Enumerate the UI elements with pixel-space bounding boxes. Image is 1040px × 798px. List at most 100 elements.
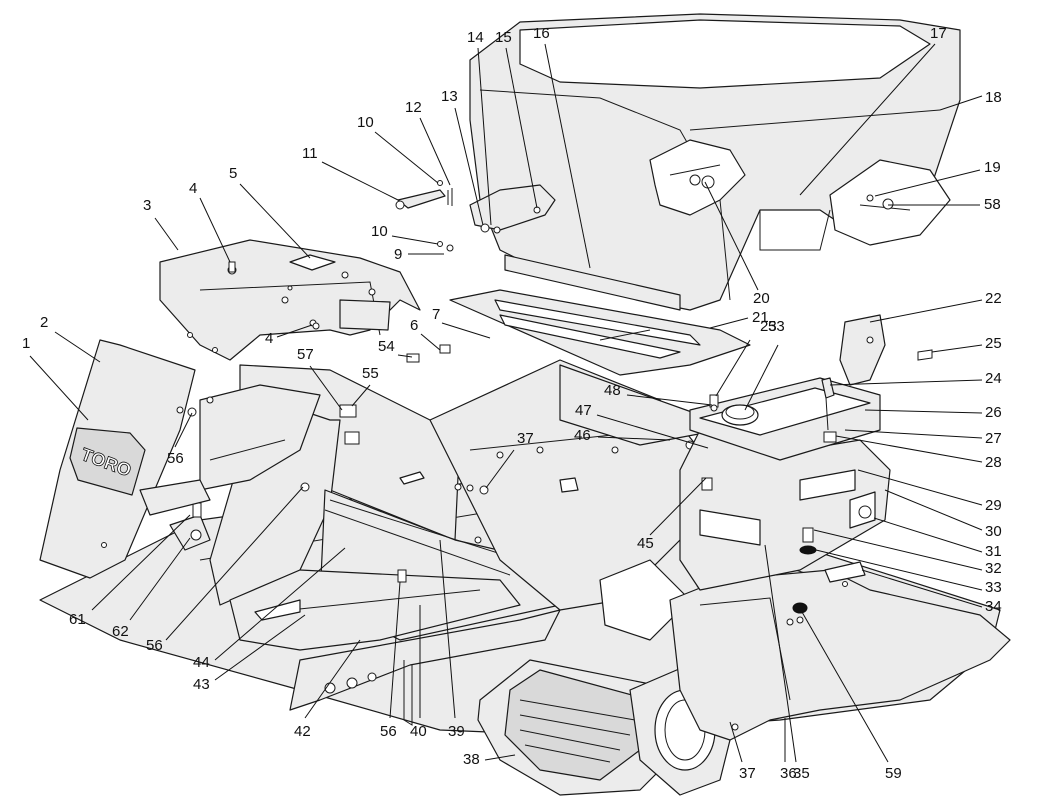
callout-c4a: 4 <box>189 180 231 263</box>
callout-c54: 54 <box>378 338 413 358</box>
callout-number: 26 <box>985 404 1002 421</box>
callout-c19: 19 <box>874 159 1001 197</box>
leader-line <box>484 754 516 761</box>
leader-line <box>799 43 936 196</box>
callout-number: 47 <box>575 402 592 419</box>
callout-c30: 30 <box>884 489 1002 540</box>
leader-line <box>214 614 306 681</box>
callout-c37a: 37 <box>485 430 534 489</box>
callout-number: 59 <box>885 765 902 782</box>
callout-c4b: 4 <box>265 324 313 347</box>
callout-number: 3 <box>143 197 151 214</box>
callout-c18: 18 <box>939 89 1002 111</box>
callout-c26: 26 <box>864 404 1002 421</box>
callout-number: 19 <box>984 159 1001 176</box>
callout-c45: 45 <box>637 477 707 552</box>
leader-line <box>397 354 413 358</box>
callout-number: 34 <box>985 598 1002 615</box>
callout-c38: 38 <box>463 751 516 768</box>
callout-c28: 28 <box>835 435 1002 471</box>
callout-number: 23 <box>760 318 777 335</box>
callout-number: 12 <box>405 99 422 116</box>
callout-number: 54 <box>378 338 395 355</box>
callout-number: 36 <box>780 765 797 782</box>
callout-c46: 46 <box>574 427 671 444</box>
leader-line <box>239 183 311 259</box>
callout-number: 18 <box>985 89 1002 106</box>
callout-c57: 57 <box>297 346 343 411</box>
leader-line <box>304 639 361 719</box>
callout-c13: 13 <box>441 88 484 226</box>
callout-number: 16 <box>533 25 550 42</box>
callout-number: 61 <box>69 611 86 628</box>
leader-line <box>321 161 399 201</box>
leader-line <box>861 569 983 608</box>
callout-number: 56 <box>167 450 184 467</box>
callout-c9: 9 <box>394 246 444 263</box>
leader-line <box>715 339 751 397</box>
logo-plate <box>69 427 146 496</box>
callout-number: 15 <box>495 29 512 46</box>
callout-number: 40 <box>410 723 427 740</box>
seat-cushion-top <box>519 19 931 89</box>
front-foot-plate <box>289 609 561 711</box>
fuel-gauge <box>821 377 835 399</box>
leader-line <box>309 365 343 411</box>
callout-c44: 44 <box>193 547 346 671</box>
callout-number: 17 <box>930 25 947 42</box>
callout-c37b: 37 <box>729 721 756 782</box>
leader-line <box>91 514 191 611</box>
callout-c35: 35 <box>764 544 810 782</box>
callout-number: 20 <box>753 290 770 307</box>
leader-line <box>704 181 759 291</box>
callout-number: 10 <box>357 114 374 131</box>
leader-line <box>154 217 179 251</box>
callout-number: 45 <box>637 535 654 552</box>
callout-c23: 23 <box>715 318 777 397</box>
callout-c33: 33 <box>815 549 1002 596</box>
leader-line <box>276 324 313 338</box>
callout-number: 6 <box>410 317 418 334</box>
callout-number: 5 <box>229 165 237 182</box>
callout-number: 56 <box>380 723 397 740</box>
callout-number: 21 <box>752 309 769 326</box>
callout-c56a: 56 <box>167 412 193 467</box>
callout-number: 2 <box>40 314 48 331</box>
leader-line <box>165 486 304 641</box>
rear-body <box>669 569 1011 741</box>
callout-number: 39 <box>448 723 465 740</box>
callout-number: 55 <box>362 365 379 382</box>
leader-line <box>420 333 441 351</box>
seat-adjust-bracket <box>469 184 556 231</box>
leader-line <box>815 549 983 591</box>
callout-number: 4 <box>265 330 273 347</box>
leader-line <box>835 435 983 463</box>
leader-line <box>374 131 439 184</box>
callout-c48: 48 <box>604 382 713 406</box>
leader-line <box>931 344 983 353</box>
callout-c17: 17 <box>799 25 947 196</box>
front-cowl <box>159 239 421 361</box>
leader-line <box>29 355 89 421</box>
callout-c25: 25 <box>931 335 1002 353</box>
callout-number: 13 <box>441 88 458 105</box>
leader-line <box>597 436 671 441</box>
leader-line <box>389 581 401 719</box>
leader-line <box>505 47 538 209</box>
callout-c21: 21 <box>709 309 769 329</box>
leader-line <box>214 547 346 661</box>
callout-c16: 16 <box>533 25 591 269</box>
leader-line <box>54 331 101 363</box>
leader-line <box>744 344 779 411</box>
leader-line <box>844 429 983 439</box>
callout-c15: 15 <box>495 29 538 209</box>
leader-line <box>884 489 983 531</box>
leader-line <box>626 394 713 406</box>
callout-c14: 14 <box>467 29 492 226</box>
callout-c22: 22 <box>869 290 1002 323</box>
callout-number: 48 <box>604 382 621 399</box>
callout-c56b: 56 <box>380 581 401 740</box>
seat-support <box>839 314 886 386</box>
callout-number: 62 <box>112 623 129 640</box>
leader-line <box>649 477 707 536</box>
